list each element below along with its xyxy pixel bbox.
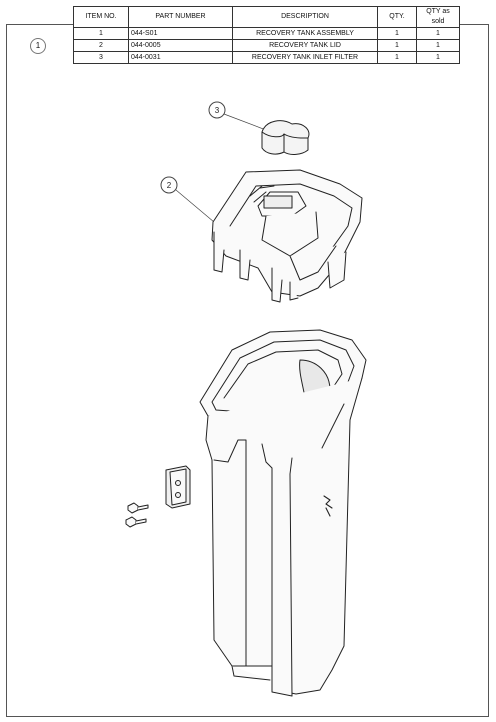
bom-part-number: 044-0031 xyxy=(128,51,233,64)
recovery-tank-lid-part xyxy=(211,169,363,303)
callout-2: 2 xyxy=(160,176,215,223)
callout-3: 3 xyxy=(208,101,267,131)
bom-qty-as-sold: 1 xyxy=(416,51,460,64)
recovery-tank-body-part xyxy=(199,329,367,697)
screw-part xyxy=(125,502,149,528)
mounting-bracket-part xyxy=(165,465,191,509)
callout-3-label: 3 xyxy=(215,106,220,115)
bom-header-qty-as-sold: QTY as sold xyxy=(416,6,460,28)
bom-item-no: 3 xyxy=(73,51,129,64)
bill-of-materials-table: ITEM NO. PART NUMBER DESCRIPTION QTY. QT… xyxy=(73,6,460,64)
assembly-item-balloon: 1 xyxy=(30,38,46,54)
inlet-filter-part xyxy=(261,120,310,155)
callout-2-label: 2 xyxy=(167,181,172,190)
table-row: 3 044-0031 RECOVERY TANK INLET FILTER 1 … xyxy=(73,51,460,64)
